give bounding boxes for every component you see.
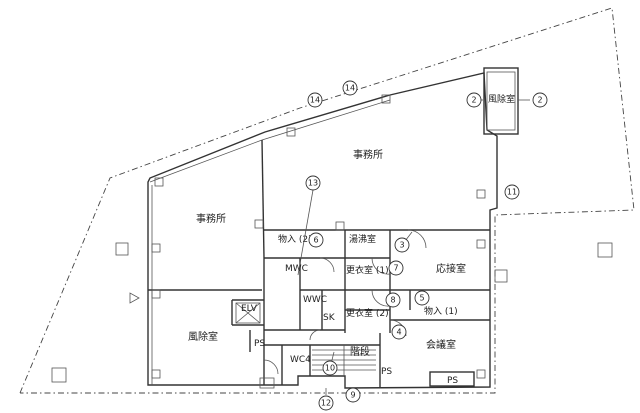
marker-2-left: 2 (466, 92, 482, 108)
svg-text:7: 7 (393, 264, 398, 273)
svg-text:3: 3 (399, 241, 404, 250)
marker-5: 5 (414, 290, 430, 306)
svg-text:14: 14 (310, 96, 320, 105)
room-changing-1: 更衣室 (1) (346, 264, 389, 276)
marker-2-right: 2 (532, 92, 548, 108)
room-changing-2: 更衣室 (2) (346, 307, 389, 319)
svg-text:13: 13 (308, 179, 318, 188)
svg-text:4: 4 (396, 328, 401, 337)
interior-walls (148, 139, 490, 388)
marker-13: 13 (305, 175, 321, 191)
room-stairs: 階段 (350, 345, 370, 358)
room-ps-left: PS (254, 339, 265, 349)
svg-text:2: 2 (537, 96, 542, 105)
elevator-shaft (235, 302, 261, 324)
svg-text:6: 6 (313, 236, 318, 245)
room-meeting: 会議室 (426, 338, 456, 351)
svg-text:12: 12 (321, 399, 331, 408)
svg-text:5: 5 (419, 294, 424, 303)
marker-8: 8 (385, 292, 401, 308)
room-sk: SK (323, 313, 336, 323)
svg-text:9: 9 (350, 391, 355, 400)
room-elv: ELV (241, 304, 258, 314)
room-windbreak-top: 風除室 (488, 93, 515, 105)
structural-columns (51, 94, 613, 389)
svg-text:10: 10 (325, 364, 335, 373)
building-outline (147, 72, 498, 389)
marker-4: 4 (391, 324, 407, 340)
entrance-arrow (129, 292, 140, 304)
marker-11: 11 (504, 184, 520, 200)
marker-10: 10 (322, 360, 338, 376)
room-storage-2: 物入 (2) (278, 233, 312, 245)
room-office-large: 事務所 (353, 148, 383, 161)
svg-text:8: 8 (390, 296, 395, 305)
marker-7: 7 (388, 260, 404, 276)
marker-14-left: 14 (307, 92, 323, 108)
site-boundary (19, 7, 635, 394)
marker-14-right: 14 (342, 80, 358, 96)
room-wc4: WC4 (290, 355, 311, 365)
marker-12: 12 (318, 395, 334, 411)
room-reception: 応接室 (436, 262, 466, 275)
svg-text:14: 14 (345, 84, 355, 93)
room-ps-right: PS (447, 376, 458, 386)
room-office-left: 事務所 (196, 212, 226, 225)
marker-6: 6 (308, 232, 324, 248)
room-wwc: WWC (303, 295, 327, 305)
svg-text:2: 2 (471, 96, 476, 105)
room-kitchenette: 湯沸室 (349, 233, 376, 245)
room-mwc: MWC (285, 264, 308, 274)
stair-treads (312, 345, 376, 376)
svg-text:11: 11 (507, 188, 517, 197)
marker-3: 3 (394, 237, 410, 253)
windbreak-room-top (483, 67, 519, 135)
ps-box-right (429, 371, 475, 387)
room-storage-1: 物入 (1) (424, 305, 458, 317)
room-windbreak-left: 風除室 (188, 330, 218, 343)
room-ps-mid: PS (381, 367, 392, 377)
marker-9: 9 (345, 387, 361, 403)
